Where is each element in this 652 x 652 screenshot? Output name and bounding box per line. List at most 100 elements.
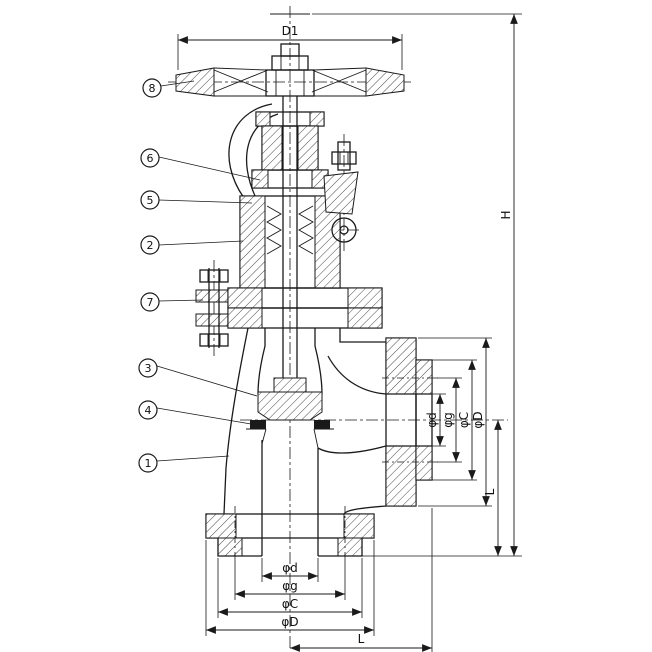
dim-label-bottom-phidd: φD [281, 615, 298, 629]
gland-plate-hatch-right [309, 111, 325, 127]
bottom-face-hatch-right [337, 537, 363, 557]
balloon-8: 8 [142, 78, 162, 98]
balloon-8-number: 8 [149, 82, 156, 95]
handwheel-rim-right [365, 67, 405, 97]
seat-seal-right [314, 420, 330, 429]
valve-body [223, 327, 387, 556]
dim-label-d1: D1 [282, 24, 299, 38]
gland-box-hatch-right [297, 125, 319, 171]
bottom-bolt-centerlines [234, 506, 346, 550]
balloon-6: 6 [140, 148, 160, 168]
handwheel [175, 43, 405, 97]
bonnet-flange-hatch-left [227, 287, 263, 309]
disc [257, 391, 323, 421]
seat-seal-left [250, 420, 266, 429]
balloon-6-number: 6 [147, 152, 154, 165]
bottom-face-hatch-left [217, 537, 243, 557]
balloon-5-number: 5 [147, 194, 154, 207]
balloon-4: 4 [138, 400, 158, 420]
stud [208, 268, 220, 348]
gland-plate-hatch-left [255, 111, 271, 127]
balloon-1: 1 [138, 453, 158, 473]
dim-label-l-bottom: L [358, 632, 365, 646]
gland-box-hatch-left [261, 125, 283, 171]
disc-seat-assembly [250, 377, 330, 429]
gland-flange-hatch-left [251, 169, 269, 189]
ext-bottom-stack [205, 508, 433, 652]
dimension-lines [178, 14, 518, 652]
outlet-face-hatch-top [415, 359, 433, 395]
body-outer-bottom-right [343, 505, 387, 515]
bracket-bolt [337, 141, 351, 171]
dim-label-right-phig: φg [441, 412, 455, 428]
outlet-face-hatch-bottom [415, 445, 433, 481]
disc-nut [273, 377, 307, 393]
outlet-flange-hatch-top [385, 337, 417, 395]
bottom-flange [205, 506, 375, 557]
handwheel-nut-chamfers [280, 56, 300, 70]
balloon-4-number: 4 [145, 404, 152, 417]
dim-label-right-phidd: φD [471, 411, 485, 428]
left-bolt-assembly [195, 268, 231, 348]
balloon-2-number: 2 [147, 239, 154, 252]
bracket-nut [331, 151, 357, 165]
body-neck-top [339, 328, 386, 343]
bracket-pin-assembly [323, 141, 359, 243]
bottom-flange-hatch-right [343, 513, 375, 539]
dim-label-bottom-phid: φd [282, 561, 298, 575]
dim-label-right-phic: φC [457, 412, 471, 428]
dim-label-bottom-phic: φC [282, 597, 298, 611]
bonnet-wall-left [239, 195, 266, 289]
body-passage-inner-bottom [317, 445, 387, 454]
body-flange-hatch-right [347, 307, 383, 329]
handwheel-rim-left [175, 67, 215, 97]
extension-lines [177, 13, 522, 652]
balloon-callouts: 8 6 5 2 7 3 4 1 [138, 78, 162, 473]
lug-lower [195, 313, 231, 327]
balloon-2: 2 [140, 235, 160, 255]
outlet-bore-lines [386, 393, 432, 447]
dim-label-bottom-phig: φg [282, 579, 298, 593]
balloon-7-circle [140, 292, 160, 312]
bonnet-flange [227, 287, 383, 329]
outlet-flange [382, 337, 438, 507]
stud-nut-chamfers [207, 270, 221, 346]
dim-label-right-phid: φd [425, 412, 439, 428]
balloon-7: 7 [140, 292, 160, 312]
packing-chevrons [266, 205, 314, 255]
balloon-leader-lines [156, 80, 261, 462]
balloon-3-number: 3 [145, 362, 152, 375]
balloon-3-circle [138, 358, 158, 378]
bracket-arm [323, 171, 359, 215]
stem [282, 96, 298, 380]
handwheel-spokes [213, 67, 367, 97]
stem-tip [280, 43, 300, 57]
body-chamber-walls [257, 328, 323, 395]
balloon-7-number: 7 [147, 296, 154, 309]
body-flange-hatch-left [227, 307, 263, 329]
balloon-3: 3 [138, 358, 158, 378]
body-outer-left [223, 327, 249, 515]
dim-label-l-right: L [483, 488, 497, 495]
dim-label-h: H [499, 210, 513, 219]
balloon-1-circle [138, 453, 158, 473]
body-passage-inner-top [327, 355, 387, 395]
dimension-labels: D1 H L φd φg φC φD φd φg φC φD L [281, 24, 513, 646]
outlet-bolt-centerlines [382, 377, 438, 463]
stud-nut-top [199, 269, 229, 283]
balloon-1-number: 1 [145, 457, 152, 470]
balloon-5-circle [140, 190, 160, 210]
bottom-flange-hatch-left [205, 513, 237, 539]
stud-nut-bottom [199, 333, 229, 347]
bracket-nut-chamfers [339, 152, 349, 164]
balloon-4-circle [138, 400, 158, 420]
balloon-2-circle [140, 235, 160, 255]
pin-hole [339, 225, 349, 235]
bonnet-flange-hatch-right [347, 287, 383, 309]
handwheel-hub-lines [275, 70, 305, 96]
pin-boss [331, 217, 357, 243]
balloon-8-circle [142, 78, 162, 98]
balloon-5: 5 [140, 190, 160, 210]
